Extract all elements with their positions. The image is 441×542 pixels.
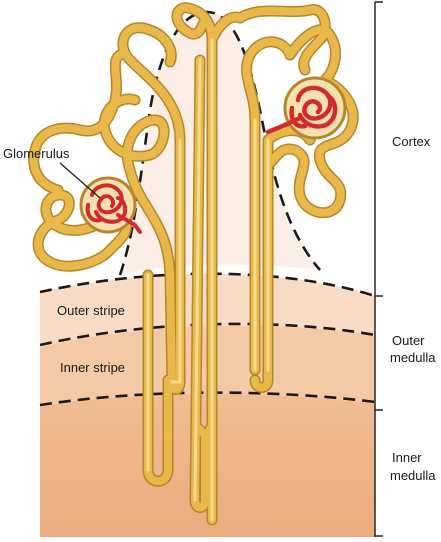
cortex-zone-label: Cortex	[392, 134, 431, 149]
outer-medulla-zone-label-line2: medulla	[390, 350, 436, 365]
glomerulus-leader-line	[59, 162, 101, 199]
inner-medulla-zone-label-line2: medulla	[390, 468, 436, 483]
glomerulus-label: Glomerulus	[3, 146, 70, 161]
glomerulus-left	[79, 176, 142, 234]
outer-medulla-zone-label-line1: Outer	[392, 333, 425, 348]
zone-brackets	[374, 1, 383, 537]
inner-stripe-label: Inner stripe	[60, 360, 125, 375]
glomerulus-right	[265, 76, 347, 140]
inner-medulla-zone-label-line1: Inner	[392, 450, 422, 465]
outer-stripe-label: Outer stripe	[57, 303, 125, 318]
